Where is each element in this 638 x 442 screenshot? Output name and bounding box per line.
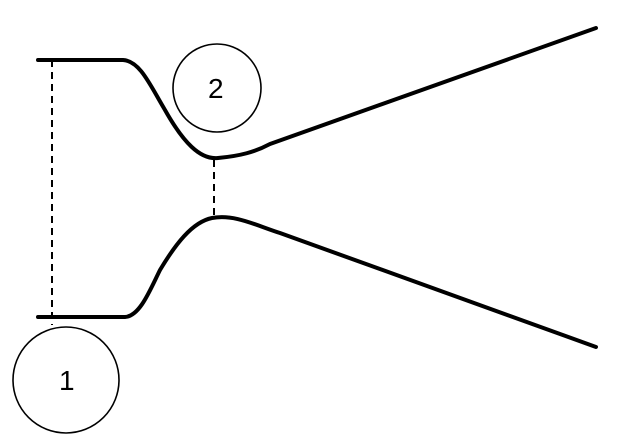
- section-1-label: 1: [59, 365, 75, 396]
- section-2-circle: [172, 43, 262, 133]
- nozzle-lower-wall: [36, 215, 598, 349]
- section-1-marker: 1: [12, 326, 120, 434]
- section-1-circle: [12, 326, 120, 434]
- section-2-label: 2: [208, 73, 224, 104]
- nozzle-upper-wall: [36, 26, 598, 161]
- section-2-marker: 2: [172, 43, 262, 133]
